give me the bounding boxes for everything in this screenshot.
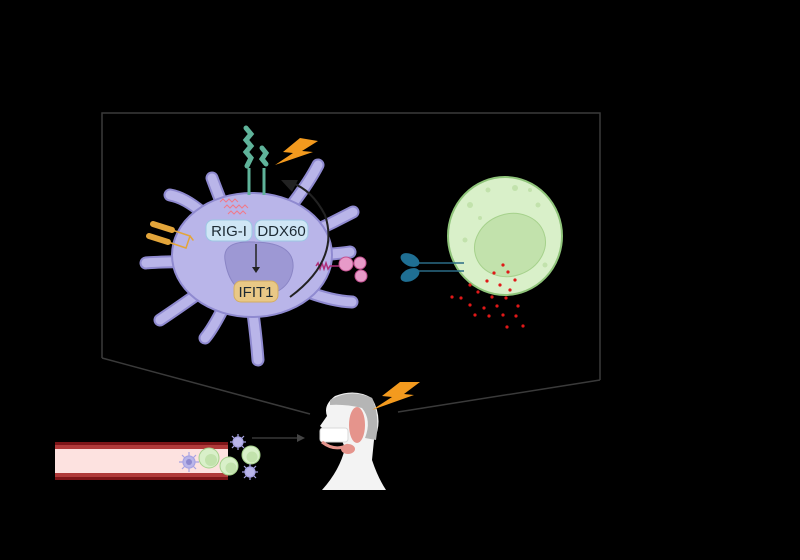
arrowhead-icon [252,267,260,273]
tcr-receptor-icon [400,253,464,282]
viral-rna-icon [219,198,249,215]
arrowhead-icon [281,180,298,192]
dendritic-cell-small-icon [179,452,199,472]
ddx60-label: DDX60 [254,219,309,242]
antibody-icon [146,221,194,249]
blood-vessel [55,442,228,480]
rig-i-label: RIG-I [205,219,253,242]
cytokine-particles [450,263,525,329]
t-cell [447,176,563,296]
pain-lightning-icon [372,382,420,410]
arrowhead-icon [297,434,305,442]
ddx60-text: DDX60 [257,223,305,240]
mhc-receptor-icon [315,256,368,283]
tlr-receptor-icon [242,125,270,195]
head-illustration [319,392,386,490]
migrating-immune-cells [179,434,261,480]
feedback-arrow [289,182,330,298]
rig-i-text: RIG-I [211,223,247,240]
zoom-frame [101,112,601,415]
ifit1-text: IFIT1 [238,284,273,301]
ifit1-label: IFIT1 [233,280,279,303]
lightning-icon [275,138,318,165]
